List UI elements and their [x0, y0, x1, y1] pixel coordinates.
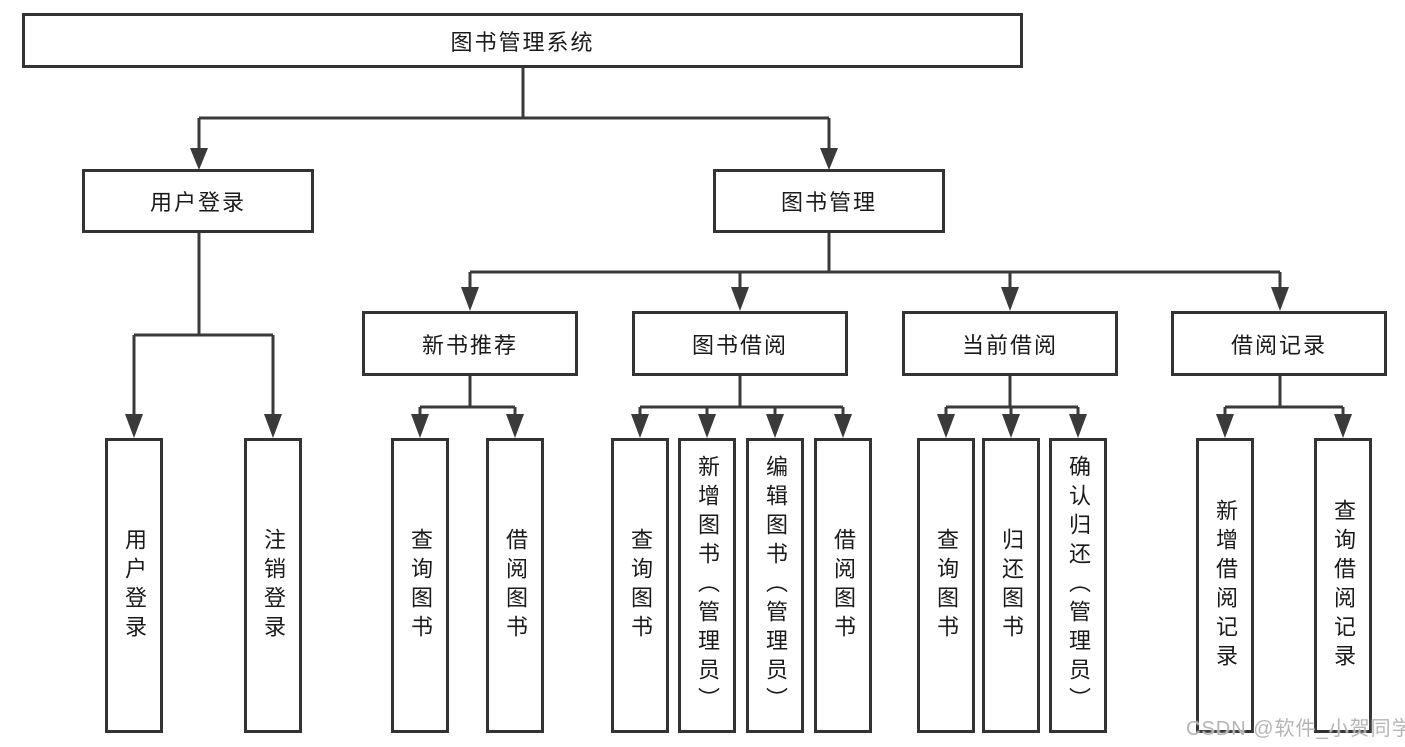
- node-leaf-borrow-books: 借阅图书: [814, 438, 872, 733]
- node-leaf-borrow-books-recommend: 借阅图书: [486, 438, 544, 733]
- node-label: 查询图书: [628, 527, 653, 644]
- node-user-login-branch: 用户登录: [82, 169, 314, 233]
- node-leaf-edit-books-admin: 编辑图书（管理员）: [746, 438, 804, 733]
- node-leaf-user-login: 用户登录: [105, 438, 163, 733]
- node-label: 借阅记录: [1230, 332, 1327, 358]
- node-leaf-return-books: 归还图书: [982, 438, 1040, 733]
- node-root-library-system: 图书管理系统: [22, 13, 1023, 68]
- node-label: 用户登录: [122, 527, 147, 644]
- node-leaf-query-books-recommend: 查询图书: [391, 438, 449, 733]
- node-label: 图书管理: [780, 190, 877, 215]
- node-label: 新增图书（管理员）: [695, 455, 720, 716]
- node-leaf-query-books-current: 查询图书: [917, 438, 975, 733]
- node-leaf-query-books-borrow: 查询图书: [611, 438, 669, 733]
- node-book-borrowing: 图书借阅: [632, 311, 848, 376]
- node-label: 用户登录: [149, 190, 246, 215]
- node-label: 当前借阅: [961, 332, 1058, 358]
- node-new-book-recommend: 新书推荐: [362, 311, 578, 376]
- node-current-borrowing: 当前借阅: [902, 311, 1118, 376]
- node-leaf-add-books-admin: 新增图书（管理员）: [678, 438, 736, 733]
- node-label: 新书推荐: [421, 332, 518, 358]
- node-label: 确认归还（管理员）: [1066, 455, 1091, 716]
- csdn-watermark: CSDN @软件_小贺同学: [1186, 718, 1405, 740]
- node-label: 借阅图书: [503, 527, 528, 644]
- node-leaf-query-borrow-record: 查询借阅记录: [1314, 438, 1372, 733]
- node-label: 借阅图书: [831, 527, 856, 644]
- node-label: 新增借阅记录: [1213, 498, 1238, 673]
- node-leaf-add-borrow-record: 新增借阅记录: [1196, 438, 1254, 733]
- node-label: 注销登录: [261, 527, 286, 644]
- node-label: 归还图书: [999, 527, 1024, 644]
- node-label: 查询借阅记录: [1331, 498, 1356, 673]
- node-label: 查询图书: [408, 527, 433, 644]
- node-label: 图书借阅: [691, 332, 788, 358]
- node-label: 图书管理系统: [450, 29, 595, 55]
- node-label: 编辑图书（管理员）: [763, 455, 788, 716]
- node-leaf-confirm-return-admin: 确认归还（管理员）: [1049, 438, 1107, 733]
- node-borrowing-records: 借阅记录: [1171, 311, 1387, 376]
- node-leaf-logout: 注销登录: [244, 438, 302, 733]
- node-label: 查询图书: [934, 527, 959, 644]
- node-book-management-branch: 图书管理: [713, 169, 945, 233]
